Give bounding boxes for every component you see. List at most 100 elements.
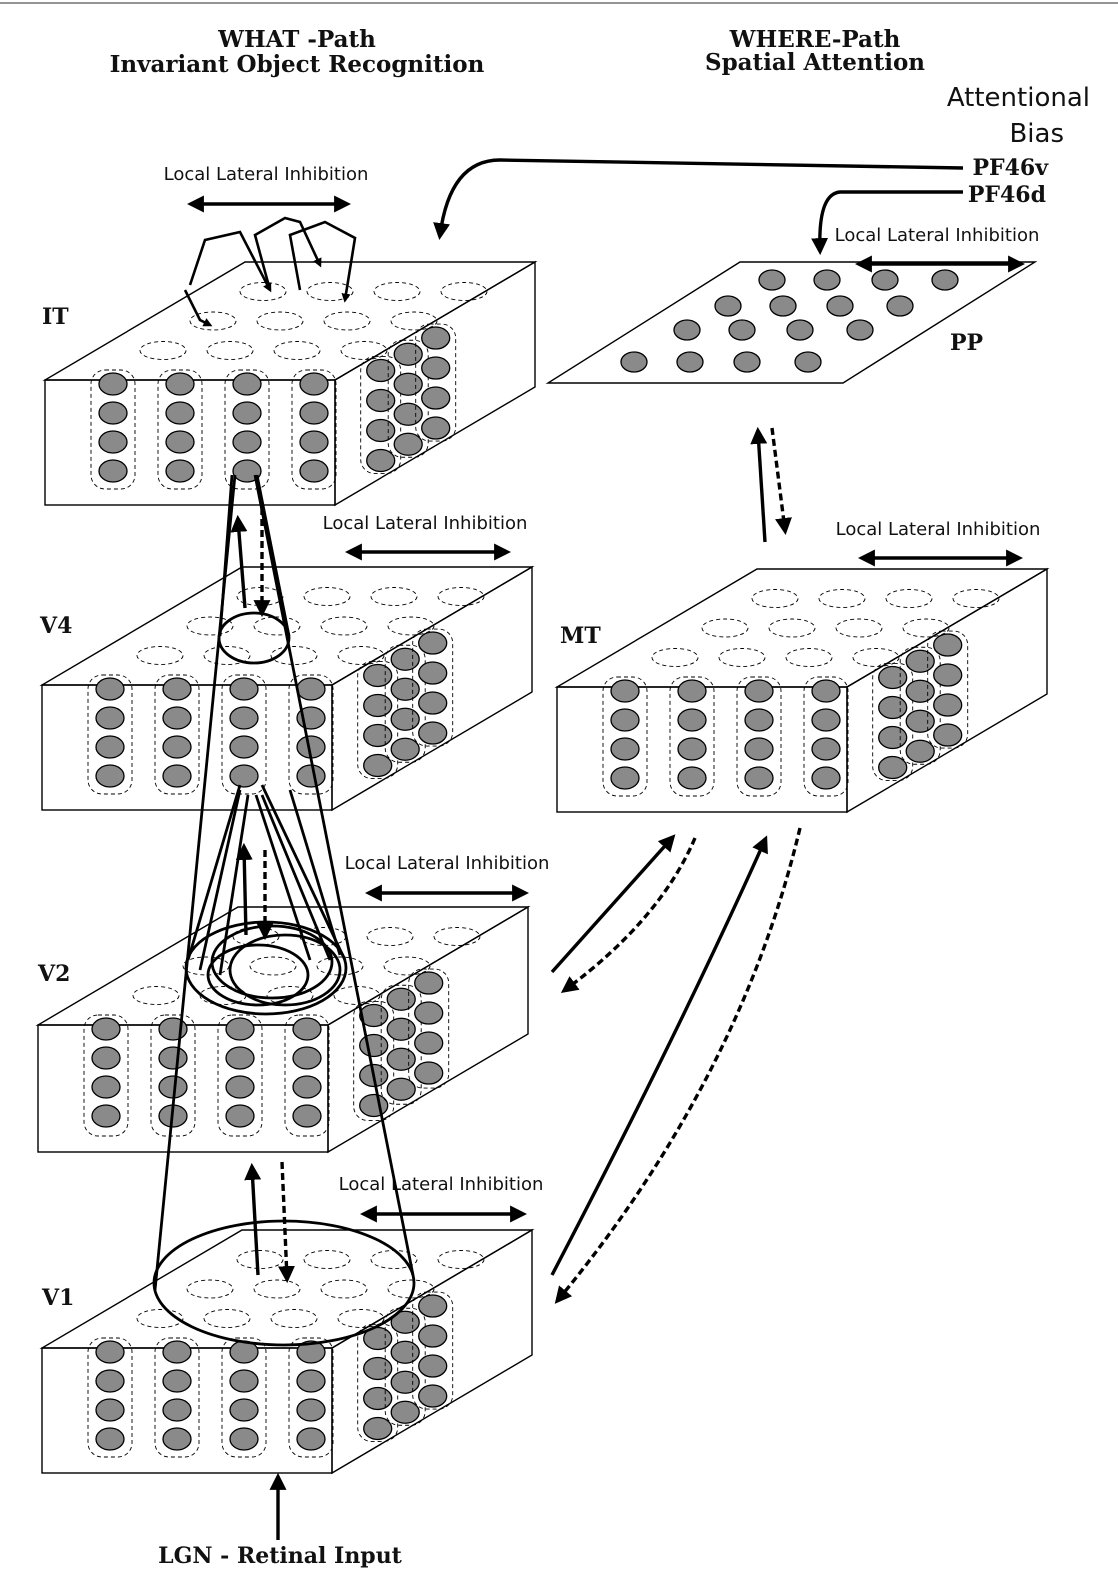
it-layer-block — [42, 260, 538, 507]
it-inhibition-label: Local Lateral Inhibition — [164, 164, 369, 185]
where-path-subtitle: Spatial Attention — [705, 49, 925, 76]
neuron — [296, 1369, 326, 1393]
pp-neuron — [676, 351, 704, 373]
neuron — [359, 1093, 389, 1118]
neuron — [418, 1354, 448, 1378]
mt-layer-block — [554, 567, 1050, 814]
it-inhibition-loop-2 — [253, 216, 322, 291]
neuron — [162, 735, 192, 759]
neuron — [229, 1427, 259, 1451]
column-top — [266, 986, 314, 1005]
column-top — [239, 282, 287, 301]
it-side-face — [334, 260, 536, 507]
neuron — [91, 1046, 121, 1070]
column-top — [203, 1309, 251, 1328]
neuron — [162, 677, 192, 701]
column-top — [249, 956, 297, 976]
neuron — [393, 402, 423, 426]
neuron — [225, 1046, 255, 1070]
neuron-column — [412, 1291, 454, 1410]
pp-neuron — [786, 319, 814, 341]
column-top — [340, 341, 388, 360]
column-top — [383, 956, 431, 976]
neuron-column — [221, 674, 267, 795]
neuron-column — [284, 1014, 330, 1137]
neuron — [390, 1400, 420, 1424]
column-top — [433, 927, 481, 946]
column-top — [270, 1309, 318, 1328]
neuron — [162, 1398, 192, 1422]
neuron — [811, 766, 841, 790]
neuron — [95, 735, 125, 759]
neuron — [98, 430, 128, 454]
pp-neuron — [846, 319, 874, 341]
neuron-column — [90, 369, 136, 490]
neuron — [158, 1046, 188, 1070]
neuron — [95, 1340, 125, 1364]
lgn-input-label: LGN - Retinal Input — [158, 1543, 403, 1569]
neuron — [390, 737, 420, 761]
neuron — [359, 1003, 389, 1028]
neuron — [610, 766, 640, 790]
column-top — [373, 282, 421, 301]
pf46v-to-it-arrow — [433, 158, 964, 241]
neuron — [610, 708, 640, 732]
neuron — [232, 372, 262, 396]
neuron-column — [803, 676, 849, 797]
pp-neuron — [813, 269, 841, 291]
column-top — [885, 589, 933, 608]
neuron — [393, 432, 423, 456]
column-top — [651, 648, 699, 667]
neuron — [744, 679, 774, 703]
neuron — [225, 1104, 255, 1128]
neuron — [421, 326, 451, 350]
neuron — [165, 401, 195, 425]
column-top — [440, 282, 488, 301]
neuron — [363, 723, 393, 748]
it-top-face — [42, 261, 538, 381]
neuron — [418, 631, 448, 655]
neuron — [95, 1369, 125, 1393]
neuron — [299, 430, 329, 454]
neuron — [91, 1104, 121, 1128]
neuron — [292, 1075, 322, 1099]
attentional-bias-label-line1: Attentional — [947, 83, 1090, 113]
pp-neuron — [931, 269, 959, 291]
neuron — [292, 1104, 322, 1128]
neuron — [229, 735, 259, 759]
neuron — [162, 1340, 192, 1364]
v1-layer-block — [39, 1228, 535, 1475]
neuron — [390, 677, 420, 701]
mt-label: MT — [560, 623, 601, 649]
neuron — [811, 679, 841, 703]
pp-label: PP — [950, 330, 983, 356]
column-top — [303, 1250, 351, 1269]
column-top — [337, 1309, 385, 1328]
neuron — [677, 679, 707, 703]
neuron — [162, 706, 192, 730]
receptive-field-cones — [152, 474, 416, 1347]
it-inhibition-loop-1 — [188, 230, 272, 293]
v2-label: V2 — [37, 961, 70, 987]
neuron — [363, 1386, 393, 1411]
v2-to-v4-arrow — [235, 842, 253, 936]
neuron — [299, 459, 329, 483]
neuron — [229, 677, 259, 701]
neuron — [414, 1031, 444, 1055]
column-top — [366, 927, 414, 946]
pp-neuron — [871, 269, 899, 291]
neuron — [610, 737, 640, 761]
neuron — [390, 1370, 420, 1394]
pp-neuron — [758, 269, 786, 291]
neuron — [878, 755, 908, 780]
mt-top-face — [554, 568, 1050, 688]
neuron — [98, 459, 128, 483]
neuron — [390, 1340, 420, 1364]
v4-inhibition-label: Local Lateral Inhibition — [323, 513, 528, 534]
neuron — [95, 677, 125, 701]
neuron — [418, 721, 448, 745]
neuron — [677, 737, 707, 761]
neuron — [905, 709, 935, 733]
cone-v4-v2-inner-2 — [218, 794, 250, 976]
neuron — [229, 706, 259, 730]
